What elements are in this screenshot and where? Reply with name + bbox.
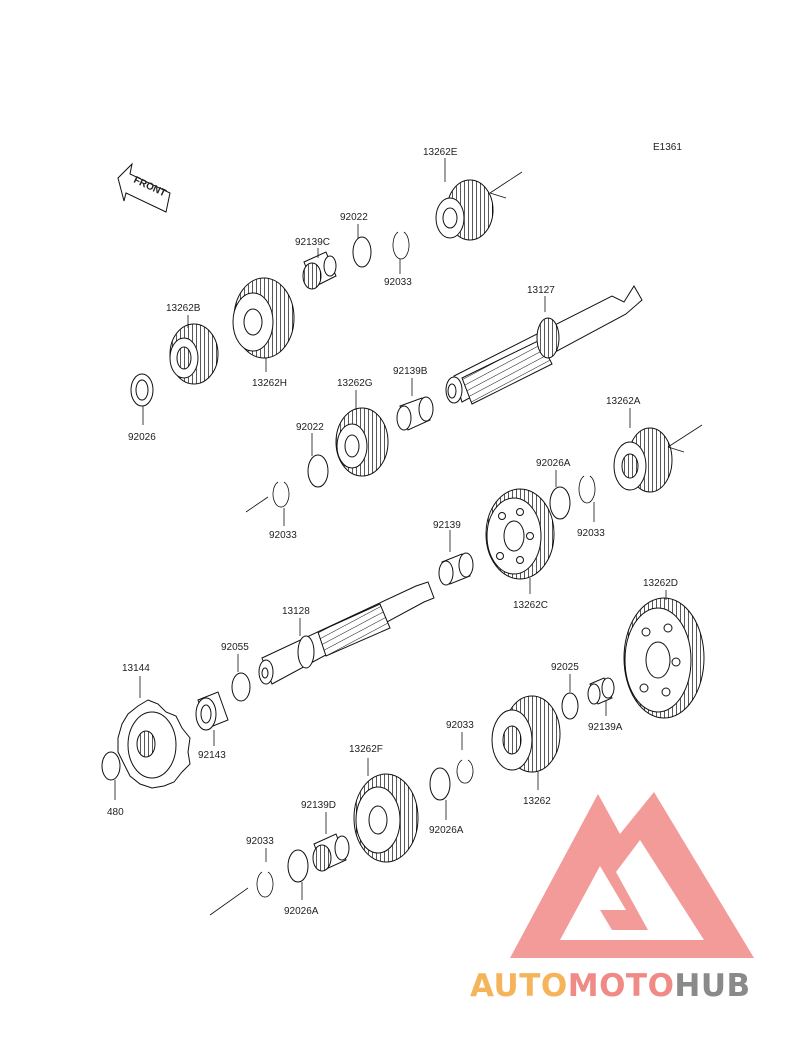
- label-13262E: 13262E: [423, 147, 458, 158]
- circlip-480: [101, 751, 121, 781]
- circlip-92033-top: [392, 231, 410, 260]
- label-92022-top: 92022: [340, 212, 368, 223]
- label-13262C: 13262C: [513, 600, 548, 611]
- watermark-auto: AUTO: [470, 968, 568, 1004]
- label-92143: 92143: [198, 750, 226, 761]
- bearing-92139B: [396, 396, 434, 431]
- diagram-code: E1361: [653, 142, 682, 153]
- automotohub-logo-icon: [510, 792, 754, 958]
- label-13127: 13127: [527, 285, 555, 296]
- circlip-92033-right: [578, 475, 596, 504]
- ring-92022-mid: [307, 454, 329, 488]
- gear-13262: [491, 695, 561, 773]
- label-92033-bottom: 92033: [246, 836, 274, 847]
- label-92139B: 92139B: [393, 366, 428, 377]
- front-arrow-icon: FRONT: [117, 162, 171, 213]
- oring-92055: [231, 672, 251, 702]
- circlip-92033-bottom: [256, 871, 274, 898]
- washer-92026A-mid: [429, 767, 451, 801]
- bearing-92139: [438, 552, 474, 586]
- watermark-moto: MOTO: [568, 968, 675, 1004]
- label-92026A-mid: 92026A: [429, 825, 464, 836]
- label-92033-mid: 92033: [269, 530, 297, 541]
- label-92022-mid: 92022: [296, 422, 324, 433]
- washer-92025: [561, 692, 579, 720]
- label-92033-top: 92033: [384, 277, 412, 288]
- label-13262: 13262: [523, 796, 551, 807]
- label-13128: 13128: [282, 606, 310, 617]
- collar-92143: [195, 691, 229, 731]
- gear-13262F: [353, 773, 419, 863]
- label-13262A: 13262A: [606, 396, 641, 407]
- label-13144: 13144: [122, 663, 150, 674]
- circlip-92033-mid: [272, 481, 290, 508]
- label-92033-low: 92033: [446, 720, 474, 731]
- label-92055: 92055: [221, 642, 249, 653]
- gear-13262C: [485, 488, 555, 580]
- label-92026A-bottom: 92026A: [284, 906, 319, 917]
- logo-triangle-shape: [510, 792, 754, 958]
- label-13262H: 13262H: [252, 378, 287, 389]
- washer-92026A-top: [549, 486, 571, 520]
- bearing-92139C: [302, 251, 337, 290]
- bearing-92139A: [587, 677, 615, 705]
- label-92139A: 92139A: [588, 722, 623, 733]
- washer-92026A-bottom: [287, 849, 309, 883]
- label-13262F: 13262F: [349, 744, 383, 755]
- label-92139D: 92139D: [301, 800, 336, 811]
- gear-13262G: [335, 407, 389, 477]
- label-92139: 92139: [433, 520, 461, 531]
- gear-13262D: [623, 597, 705, 719]
- label-13262G: 13262G: [337, 378, 373, 389]
- gear-13262E: [435, 171, 523, 241]
- label-92026A-top: 92026A: [536, 458, 571, 469]
- label-92139C: 92139C: [295, 237, 330, 248]
- sprocket-13144: [117, 699, 191, 789]
- shaft-13127: [445, 285, 643, 405]
- ring-92022-top: [352, 236, 372, 268]
- gear-13262A: [613, 424, 703, 493]
- gear-13262B: [169, 323, 219, 385]
- label-13262D: 13262D: [643, 578, 678, 589]
- label-92026: 92026: [128, 432, 156, 443]
- watermark-hub: HUB: [674, 968, 750, 1004]
- shaft-13128: [258, 581, 435, 685]
- gear-13262H: [232, 277, 295, 359]
- label-92033-right: 92033: [577, 528, 605, 539]
- label-92025: 92025: [551, 662, 579, 673]
- label-13262B: 13262B: [166, 303, 201, 314]
- watermark-text: AUTOMOTOHUB: [470, 968, 751, 1004]
- circlip-92033-low: [456, 759, 474, 784]
- label-480: 480: [107, 807, 124, 818]
- bearing-92139D: [312, 833, 350, 872]
